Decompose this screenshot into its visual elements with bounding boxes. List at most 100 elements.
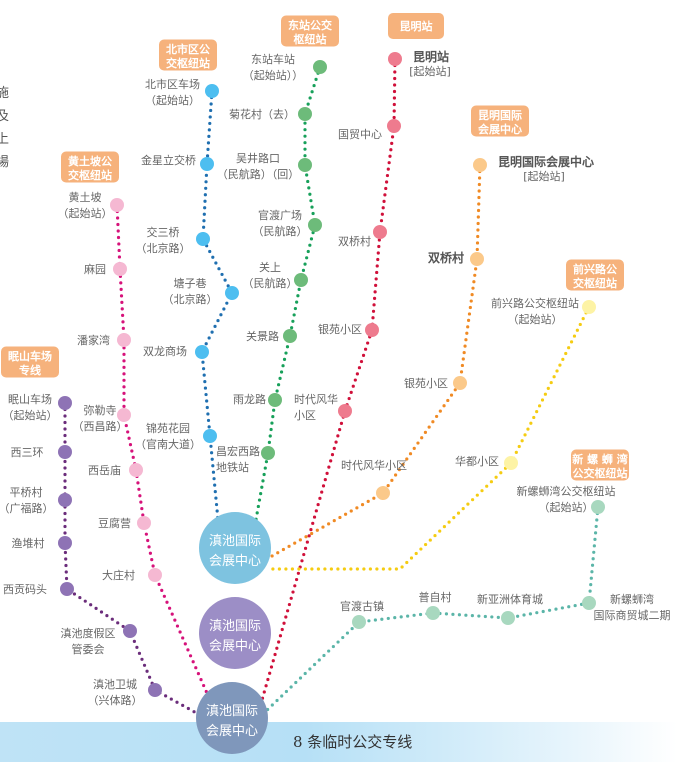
station-dot[interactable] (123, 624, 137, 638)
station-dot[interactable] (196, 232, 210, 246)
hub-label: 滇池国际 (206, 704, 258, 719)
hub-label: 会展中心 (206, 724, 258, 739)
station-dot[interactable] (148, 683, 162, 697)
station-dot[interactable] (294, 273, 308, 287)
station-label: 潘家湾 (77, 333, 110, 347)
station-label: （民航路）（回） (217, 167, 300, 181)
station-label: 西三环 (11, 446, 44, 459)
station-dot[interactable] (308, 218, 322, 232)
station-dot[interactable] (388, 52, 402, 66)
station-label: 国贸中心 (338, 128, 382, 141)
station-dot[interactable] (283, 329, 297, 343)
terminal-tag-text: 交枢纽站 (68, 168, 112, 182)
station-dot[interactable] (313, 60, 327, 74)
station-label: （民航路） (243, 276, 298, 290)
station-label: 关景路 (246, 329, 279, 343)
station-label: 眠山车场 (8, 392, 52, 406)
station-label: 大庄村 (102, 568, 135, 582)
station-label: 银苑小区 (318, 322, 362, 336)
cropped-edge-text: 施及上場 (0, 82, 10, 174)
station-dot[interactable] (470, 252, 484, 266)
station-dot[interactable] (137, 516, 151, 530)
bus-line-8: 新 螺 蛳 湾公交枢纽站新螺蛳湾公交枢纽站（起始站）新螺蛳湾国际商贸城二期新亚洲… (263, 449, 671, 714)
station-dot[interactable] (298, 158, 312, 172)
station-dot[interactable] (352, 615, 366, 629)
title-banner: 8 条临时公交专线 (0, 722, 677, 762)
station-dot[interactable] (582, 596, 596, 610)
station-label: 吴井路口 (236, 151, 280, 165)
station-label: 普自村 (419, 590, 452, 604)
station-dot[interactable] (195, 345, 209, 359)
station-label: 滇池度假区 (61, 626, 116, 640)
station-dot[interactable] (58, 493, 72, 507)
station-dot[interactable] (268, 393, 282, 407)
station-label: 西岳庙 (88, 463, 121, 477)
station-dot[interactable] (426, 606, 440, 620)
station-label: [起始站] (409, 64, 451, 78)
station-dot[interactable] (205, 84, 219, 98)
terminal-tag-text: 黄土坡公 (68, 154, 112, 168)
station-label: 东站车站 (251, 52, 295, 66)
station-label: （民航路） (253, 224, 308, 238)
station-dot[interactable] (387, 119, 401, 133)
station-label: 小区 (294, 409, 316, 422)
station-dot[interactable] (117, 333, 131, 347)
station-dot[interactable] (148, 568, 162, 582)
station-label: （起始站） (145, 93, 200, 107)
station-dot[interactable] (298, 107, 312, 121)
station-label: （西昌路） (73, 420, 128, 433)
station-dot[interactable] (203, 429, 217, 443)
station-label: 华都小区 (455, 454, 499, 468)
station-dot[interactable] (261, 446, 275, 460)
station-dot[interactable] (113, 262, 127, 276)
station-dot[interactable] (582, 300, 596, 314)
station-label: 管委会 (72, 642, 105, 656)
station-dot[interactable] (591, 500, 605, 514)
station-label: （起始站） (3, 408, 58, 422)
route-path (270, 163, 482, 558)
station-dot[interactable] (373, 225, 387, 239)
station-dot[interactable] (58, 396, 72, 410)
edge-char: 場 (0, 155, 10, 170)
station-dot[interactable] (225, 286, 239, 300)
station-dot[interactable] (473, 158, 487, 172)
station-dot[interactable] (200, 157, 214, 171)
station-label: （起始站） (58, 206, 113, 220)
station-dot[interactable] (117, 408, 131, 422)
station-label: 前兴路公交枢纽站 (491, 296, 579, 310)
station-dot[interactable] (501, 611, 515, 625)
station-label: 官渡古镇 (340, 599, 384, 613)
banner-title: 8 条临时公交专线 (293, 733, 413, 751)
bus-line-2: 东站公交枢纽站东站车站（起始站））菊花村（去）吴井路口（民航路）（回）官渡广场（… (216, 15, 339, 527)
station-dot[interactable] (504, 456, 518, 470)
station-label: （起始站）） (243, 68, 304, 82)
terminal-tag: 昆明国际会展中心 (471, 105, 529, 137)
station-dot[interactable] (58, 536, 72, 550)
station-dot[interactable] (376, 486, 390, 500)
station-label: 滇池卫城 (93, 677, 137, 691)
terminal-tag-text: 前兴路公 (573, 262, 617, 276)
terminal-tag-text: 交枢纽站 (573, 276, 617, 290)
station-dot[interactable] (110, 198, 124, 212)
edge-char: 上 (0, 132, 10, 147)
route-path (63, 401, 202, 717)
station-dot[interactable] (365, 323, 379, 337)
station-label: 麻园 (84, 262, 106, 276)
station-label: 官渡广场 (258, 208, 302, 222)
station-dot[interactable] (453, 376, 467, 390)
station-dot[interactable] (60, 582, 74, 596)
station-dot[interactable] (338, 404, 352, 418)
station-label: 渔堆村 (12, 536, 45, 550)
station-label: 平桥村 (10, 485, 43, 499)
station-label: 新螺蛳湾 (610, 592, 654, 606)
station-dot[interactable] (58, 445, 72, 459)
route-path (253, 65, 322, 527)
station-dot[interactable] (129, 463, 143, 477)
